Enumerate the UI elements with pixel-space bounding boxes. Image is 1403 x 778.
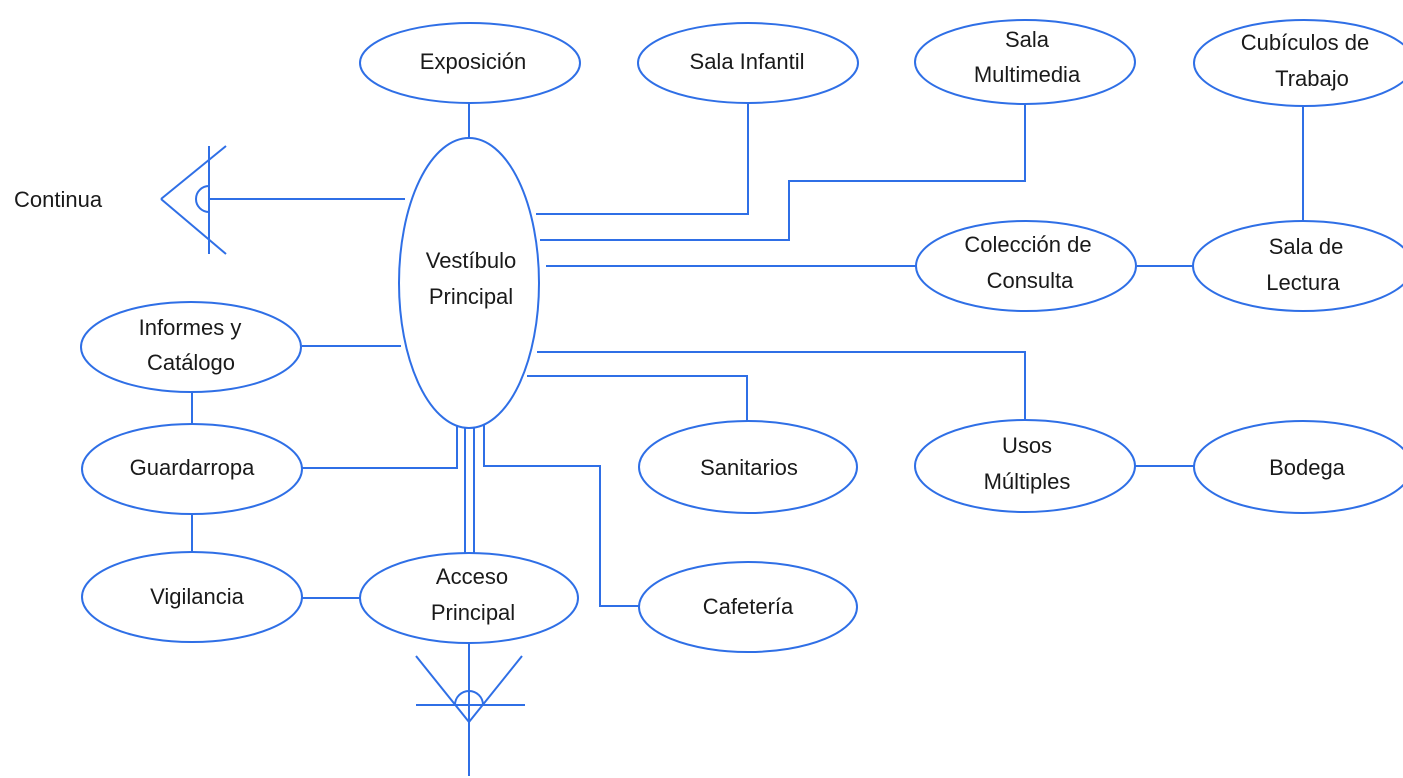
svg-text:Informes y: Informes y [139,315,242,340]
svg-text:Exposición: Exposición [420,49,526,74]
svg-text:Vestíbulo: Vestíbulo [426,248,517,273]
svg-text:Cubículos de: Cubículos de [1241,30,1369,55]
node-cubiculos-de-trabajo: Cubículos de Trabajo [1193,19,1403,107]
svg-text:Lectura: Lectura [1266,270,1340,295]
link-vestibulo-cafeteria [483,424,639,607]
node-coleccion-de-consulta: Colección de Consulta [915,220,1137,312]
main-entrance-symbol [415,655,525,723]
node-vestibulo-principal: Vestíbulo Principal [398,137,540,429]
node-informes-y-catalogo: Informes y Catálogo [80,301,302,393]
svg-text:Sanitarios: Sanitarios [700,455,798,480]
svg-text:Usos: Usos [1002,433,1052,458]
node-sanitarios: Sanitarios [638,420,858,514]
svg-text:Cafetería: Cafetería [703,594,794,619]
svg-text:Catálogo: Catálogo [147,350,235,375]
node-sala-de-lectura: Sala de Lectura [1192,220,1403,312]
svg-text:Multimedia: Multimedia [974,62,1081,87]
link-vestibulo-sala-multimedia [540,104,1026,241]
svg-text:Consulta: Consulta [987,268,1075,293]
node-usos-multiples: Usos Múltiples [914,419,1136,513]
svg-text:Sala: Sala [1005,27,1050,52]
svg-text:Sala Infantil: Sala Infantil [690,49,805,74]
node-exposicion: Exposición [359,22,581,104]
connectors [191,102,1304,776]
svg-text:Colección de: Colección de [964,232,1091,257]
svg-text:Vigilancia: Vigilancia [150,584,245,609]
node-sala-infantil: Sala Infantil [637,22,859,104]
node-sala-multimedia: Sala Multimedia [914,19,1136,105]
node-cafeteria: Cafetería [638,561,858,653]
svg-text:Trabajo: Trabajo [1275,66,1349,91]
node-acceso-principal: Acceso Principal [359,552,579,644]
node-bodega: Bodega [1193,420,1403,514]
svg-text:Múltiples: Múltiples [984,469,1071,494]
link-vestibulo-sala-infantil [536,103,749,215]
svg-text:Bodega: Bodega [1269,455,1346,480]
node-vigilancia: Vigilancia [81,551,303,643]
link-vestibulo-usos-multiples [537,351,1026,420]
continua-label: Continua [14,187,103,212]
continua-exit-symbol [160,145,227,255]
svg-text:Guardarropa: Guardarropa [130,455,256,480]
svg-text:Principal: Principal [429,284,513,309]
svg-text:Acceso: Acceso [436,564,508,589]
svg-text:Sala de: Sala de [1269,234,1344,259]
node-guardarropa: Guardarropa [81,423,303,515]
link-vestibulo-sanitarios [527,375,748,421]
link-guardarropa-vestibulo [302,424,458,469]
svg-text:Principal: Principal [431,600,515,625]
